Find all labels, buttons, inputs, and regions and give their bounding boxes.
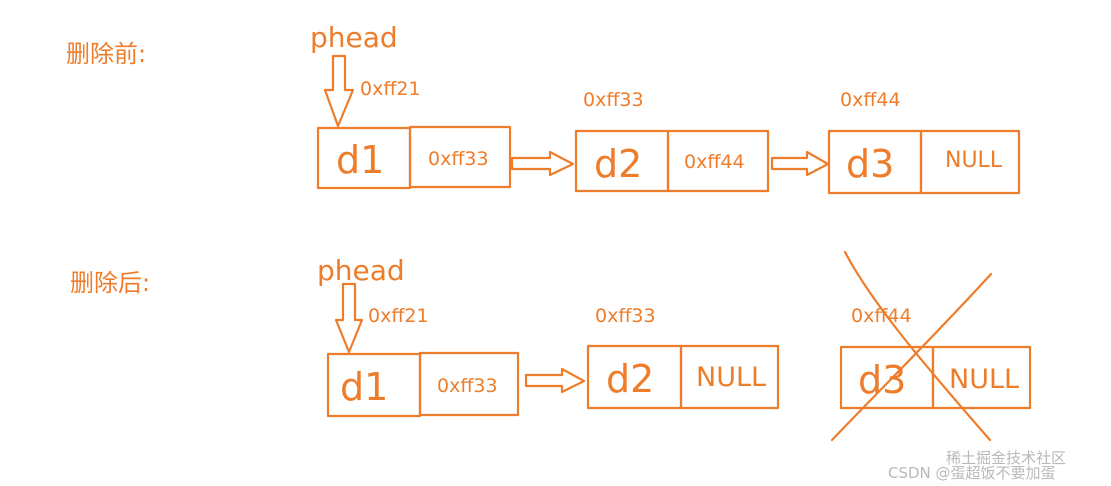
after-node-d1-next: 0xff33 — [437, 375, 498, 397]
after-head-arrow — [334, 282, 364, 354]
after-node-d3-address: 0xff44 — [851, 305, 912, 327]
before-head-address: 0xff21 — [360, 78, 421, 100]
after-node-d2-address: 0xff33 — [595, 305, 656, 327]
after-node-d3-name: d3 — [858, 358, 906, 402]
before-section-label: 删除前: — [66, 40, 146, 68]
before-node-d1-next-box — [408, 125, 512, 189]
after-node-d1-next-box — [418, 351, 520, 417]
delete-cross-stroke-2 — [830, 272, 993, 442]
before-node-d2-next-box — [666, 129, 770, 193]
delete-cross-stroke-1 — [843, 250, 992, 442]
after-head-address: 0xff21 — [368, 305, 429, 327]
before-node-d2-name: d2 — [594, 142, 642, 186]
before-node-d3-next: NULL — [945, 148, 1003, 173]
before-node-d2-next: 0xff44 — [684, 151, 745, 173]
before-node-d1-next: 0xff33 — [428, 148, 489, 170]
after-head-label: phead — [317, 254, 405, 287]
after-arrow-d1-d2 — [524, 367, 586, 394]
after-node-d2-next-box — [679, 344, 780, 410]
before-arrow-d1-d2 — [510, 150, 575, 177]
before-node-d3-name: d3 — [846, 142, 894, 186]
before-node-d3-next-box — [919, 129, 1021, 195]
after-node-d2-next: NULL — [696, 362, 766, 393]
after-node-d3-next: NULL — [949, 364, 1019, 395]
after-node-d2-name: d2 — [606, 357, 654, 401]
after-section-label: 删除后: — [70, 269, 150, 297]
before-head-label: phead — [310, 21, 398, 54]
after-node-d1-name: d1 — [340, 365, 388, 409]
after-node-d3-next-box — [931, 345, 1032, 410]
before-node-d3-address: 0xff44 — [840, 89, 901, 111]
before-head-arrow — [323, 54, 355, 128]
before-node-d1-name: d1 — [336, 138, 384, 182]
before-node-d2-address: 0xff33 — [583, 89, 644, 111]
watermark-csdn: CSDN @蛋超饭不要加蛋 — [888, 464, 1056, 482]
watermark-juejin: 稀土掘金技术社区 — [946, 449, 1067, 467]
before-arrow-d2-d3 — [770, 150, 830, 177]
